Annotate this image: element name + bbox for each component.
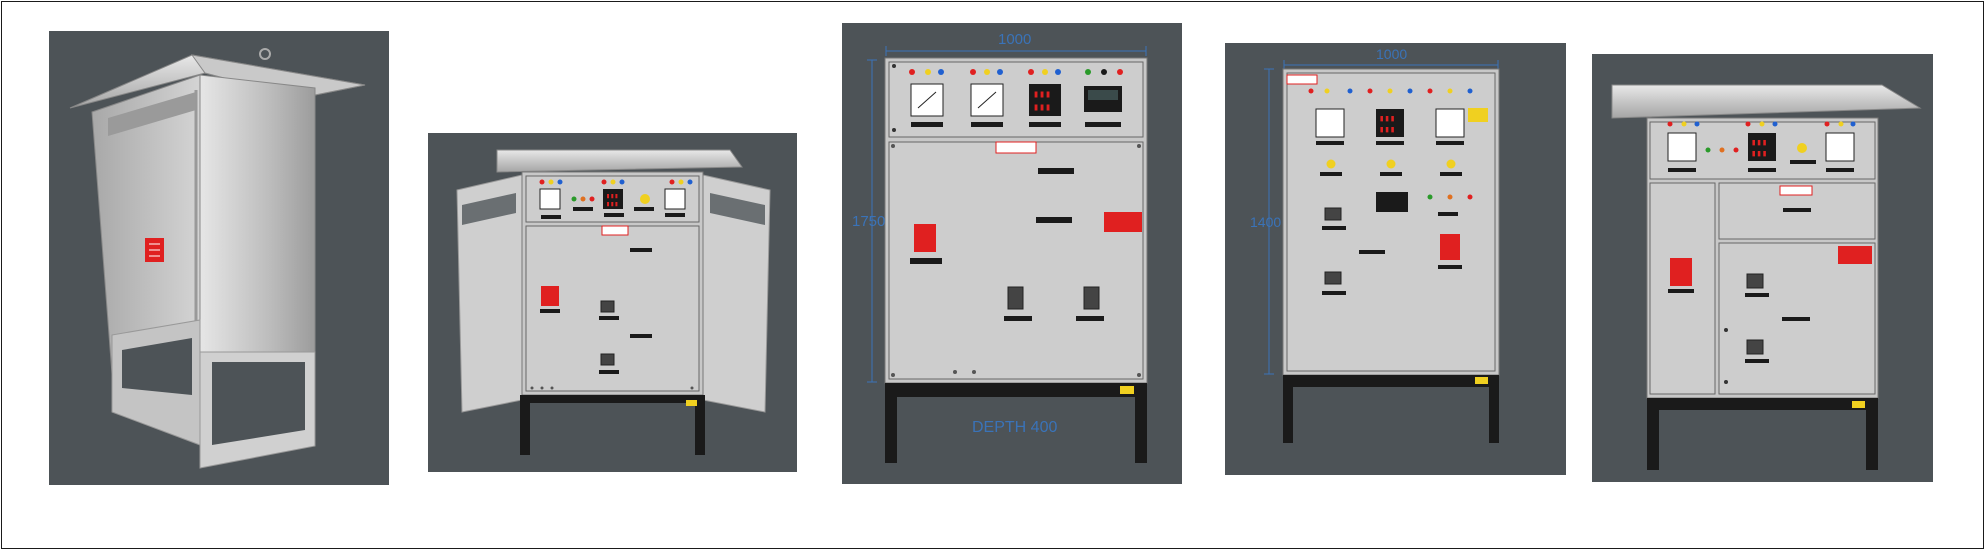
- caution-sign-icon: [1468, 108, 1488, 122]
- cabinet-1400: ▮▮▮ ▮▮▮: [1264, 60, 1500, 443]
- outdoor-enclosure: [69, 48, 366, 469]
- danger-sign-icon: [541, 286, 559, 306]
- svg-text:▮▮▮: ▮▮▮: [1751, 138, 1767, 148]
- digital-meter-icon: [1029, 84, 1061, 116]
- digital-meter-icon: [603, 189, 623, 209]
- svg-text:▮▮▮: ▮▮▮: [1033, 89, 1051, 100]
- dimension-depth-label: DEPTH 400: [972, 419, 1058, 436]
- svg-text:▮▮▮: ▮▮▮: [1751, 149, 1767, 159]
- warning-label-icon: [1838, 246, 1872, 264]
- analog-meter-icon: [1435, 108, 1465, 138]
- warning-label-icon: [1104, 212, 1142, 232]
- multifunction-meter-icon: [1376, 192, 1408, 212]
- danger-sign-icon: [1670, 258, 1692, 286]
- dimension-height-1400-panel: 1400: [1250, 214, 1282, 230]
- digital-meter-icon: [1748, 133, 1776, 161]
- analog-meter-icon: [1667, 132, 1697, 162]
- dimension-width-1400-panel: 1000: [1376, 46, 1408, 62]
- danger-sign-icon: [914, 224, 936, 252]
- analog-meter-icon: [1315, 108, 1345, 138]
- lifting-eye-icon: [259, 48, 271, 60]
- analog-meter-icon: [1825, 132, 1855, 162]
- svg-text:▮▮▮: ▮▮▮: [606, 192, 619, 200]
- canopy-cabinet: ▮▮▮ ▮▮▮: [1611, 84, 1922, 470]
- cabinet-1750: ▮▮▮ ▮▮▮: [867, 46, 1148, 463]
- analog-meter-icon: [539, 188, 561, 210]
- open-door-cabinet: ▮▮▮ ▮▮▮: [456, 149, 771, 455]
- digital-meter-icon: [1376, 109, 1404, 137]
- danger-sign-icon: [1440, 234, 1460, 260]
- dimension-width-1750-panel: 1000: [998, 31, 1032, 48]
- svg-text:▮▮▮: ▮▮▮: [1379, 125, 1395, 135]
- svg-text:▮▮▮: ▮▮▮: [1033, 102, 1051, 113]
- svg-text:▮▮▮: ▮▮▮: [606, 200, 619, 208]
- analog-meter-icon: [664, 188, 686, 210]
- dimension-height-1750-panel: 1750: [852, 213, 886, 230]
- svg-text:▮▮▮: ▮▮▮: [1379, 114, 1395, 124]
